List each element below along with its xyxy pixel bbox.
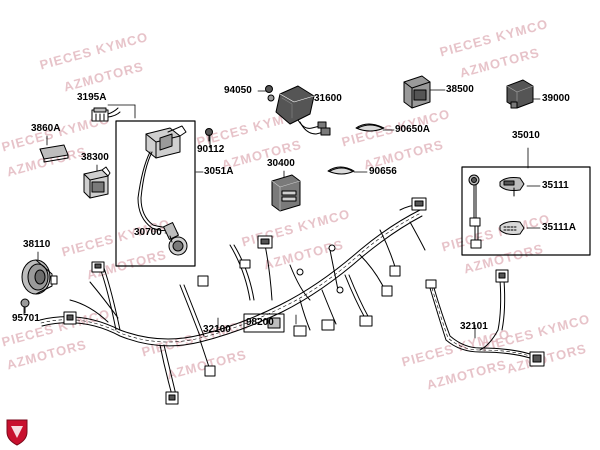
callout-3195a: 3195A (77, 92, 107, 103)
callout-3860a: 3860A (31, 123, 61, 134)
callout-90112: 90112 (197, 144, 225, 155)
callout-31600: 31600 (314, 93, 342, 104)
callout-90650a: 90650A (395, 124, 431, 135)
part-90650a (356, 124, 384, 131)
part-32100-harness (40, 198, 426, 404)
part-90656 (328, 167, 354, 174)
part-3195a (92, 108, 120, 121)
part-39000 (507, 80, 533, 108)
callout-94050: 94050 (224, 85, 252, 96)
callout-35111: 35111 (542, 180, 569, 191)
callout-39000: 39000 (542, 93, 570, 104)
callout-90656: 90656 (369, 166, 397, 177)
callout-38500: 38500 (446, 84, 474, 95)
part-38110 (22, 260, 57, 294)
part-35111a-key (500, 222, 524, 235)
part-ignition-coil (138, 126, 186, 231)
callout-98200: 98200 (246, 317, 274, 328)
callout-35010: 35010 (512, 130, 540, 141)
callout-3051a: 3051A (204, 166, 234, 177)
part-30400 (272, 175, 300, 211)
callout-30700: 30700 (134, 227, 162, 238)
part-35010-switch (469, 175, 481, 248)
part-90112 (206, 129, 213, 142)
ignition-coil-frame (115, 120, 196, 267)
ignition-switch-frame (461, 166, 591, 256)
part-30700 (164, 223, 187, 255)
part-31600 (276, 86, 330, 135)
callout-30400: 30400 (267, 158, 295, 169)
callout-32101: 32101 (460, 321, 488, 332)
part-35111-key (500, 178, 524, 197)
callout-32100: 32100 (203, 324, 231, 335)
part-38300 (84, 167, 110, 198)
callout-35111a: 35111A (542, 222, 576, 233)
part-3860a (40, 145, 68, 162)
part-95701 (21, 299, 29, 313)
part-32101-harness (426, 270, 544, 366)
callout-38110: 38110 (23, 239, 51, 250)
part-94050 (266, 86, 275, 102)
part-38500 (404, 76, 430, 108)
azmotors-logo-icon (6, 419, 28, 446)
callout-95701: 95701 (12, 313, 40, 324)
callout-38300: 38300 (81, 152, 109, 163)
